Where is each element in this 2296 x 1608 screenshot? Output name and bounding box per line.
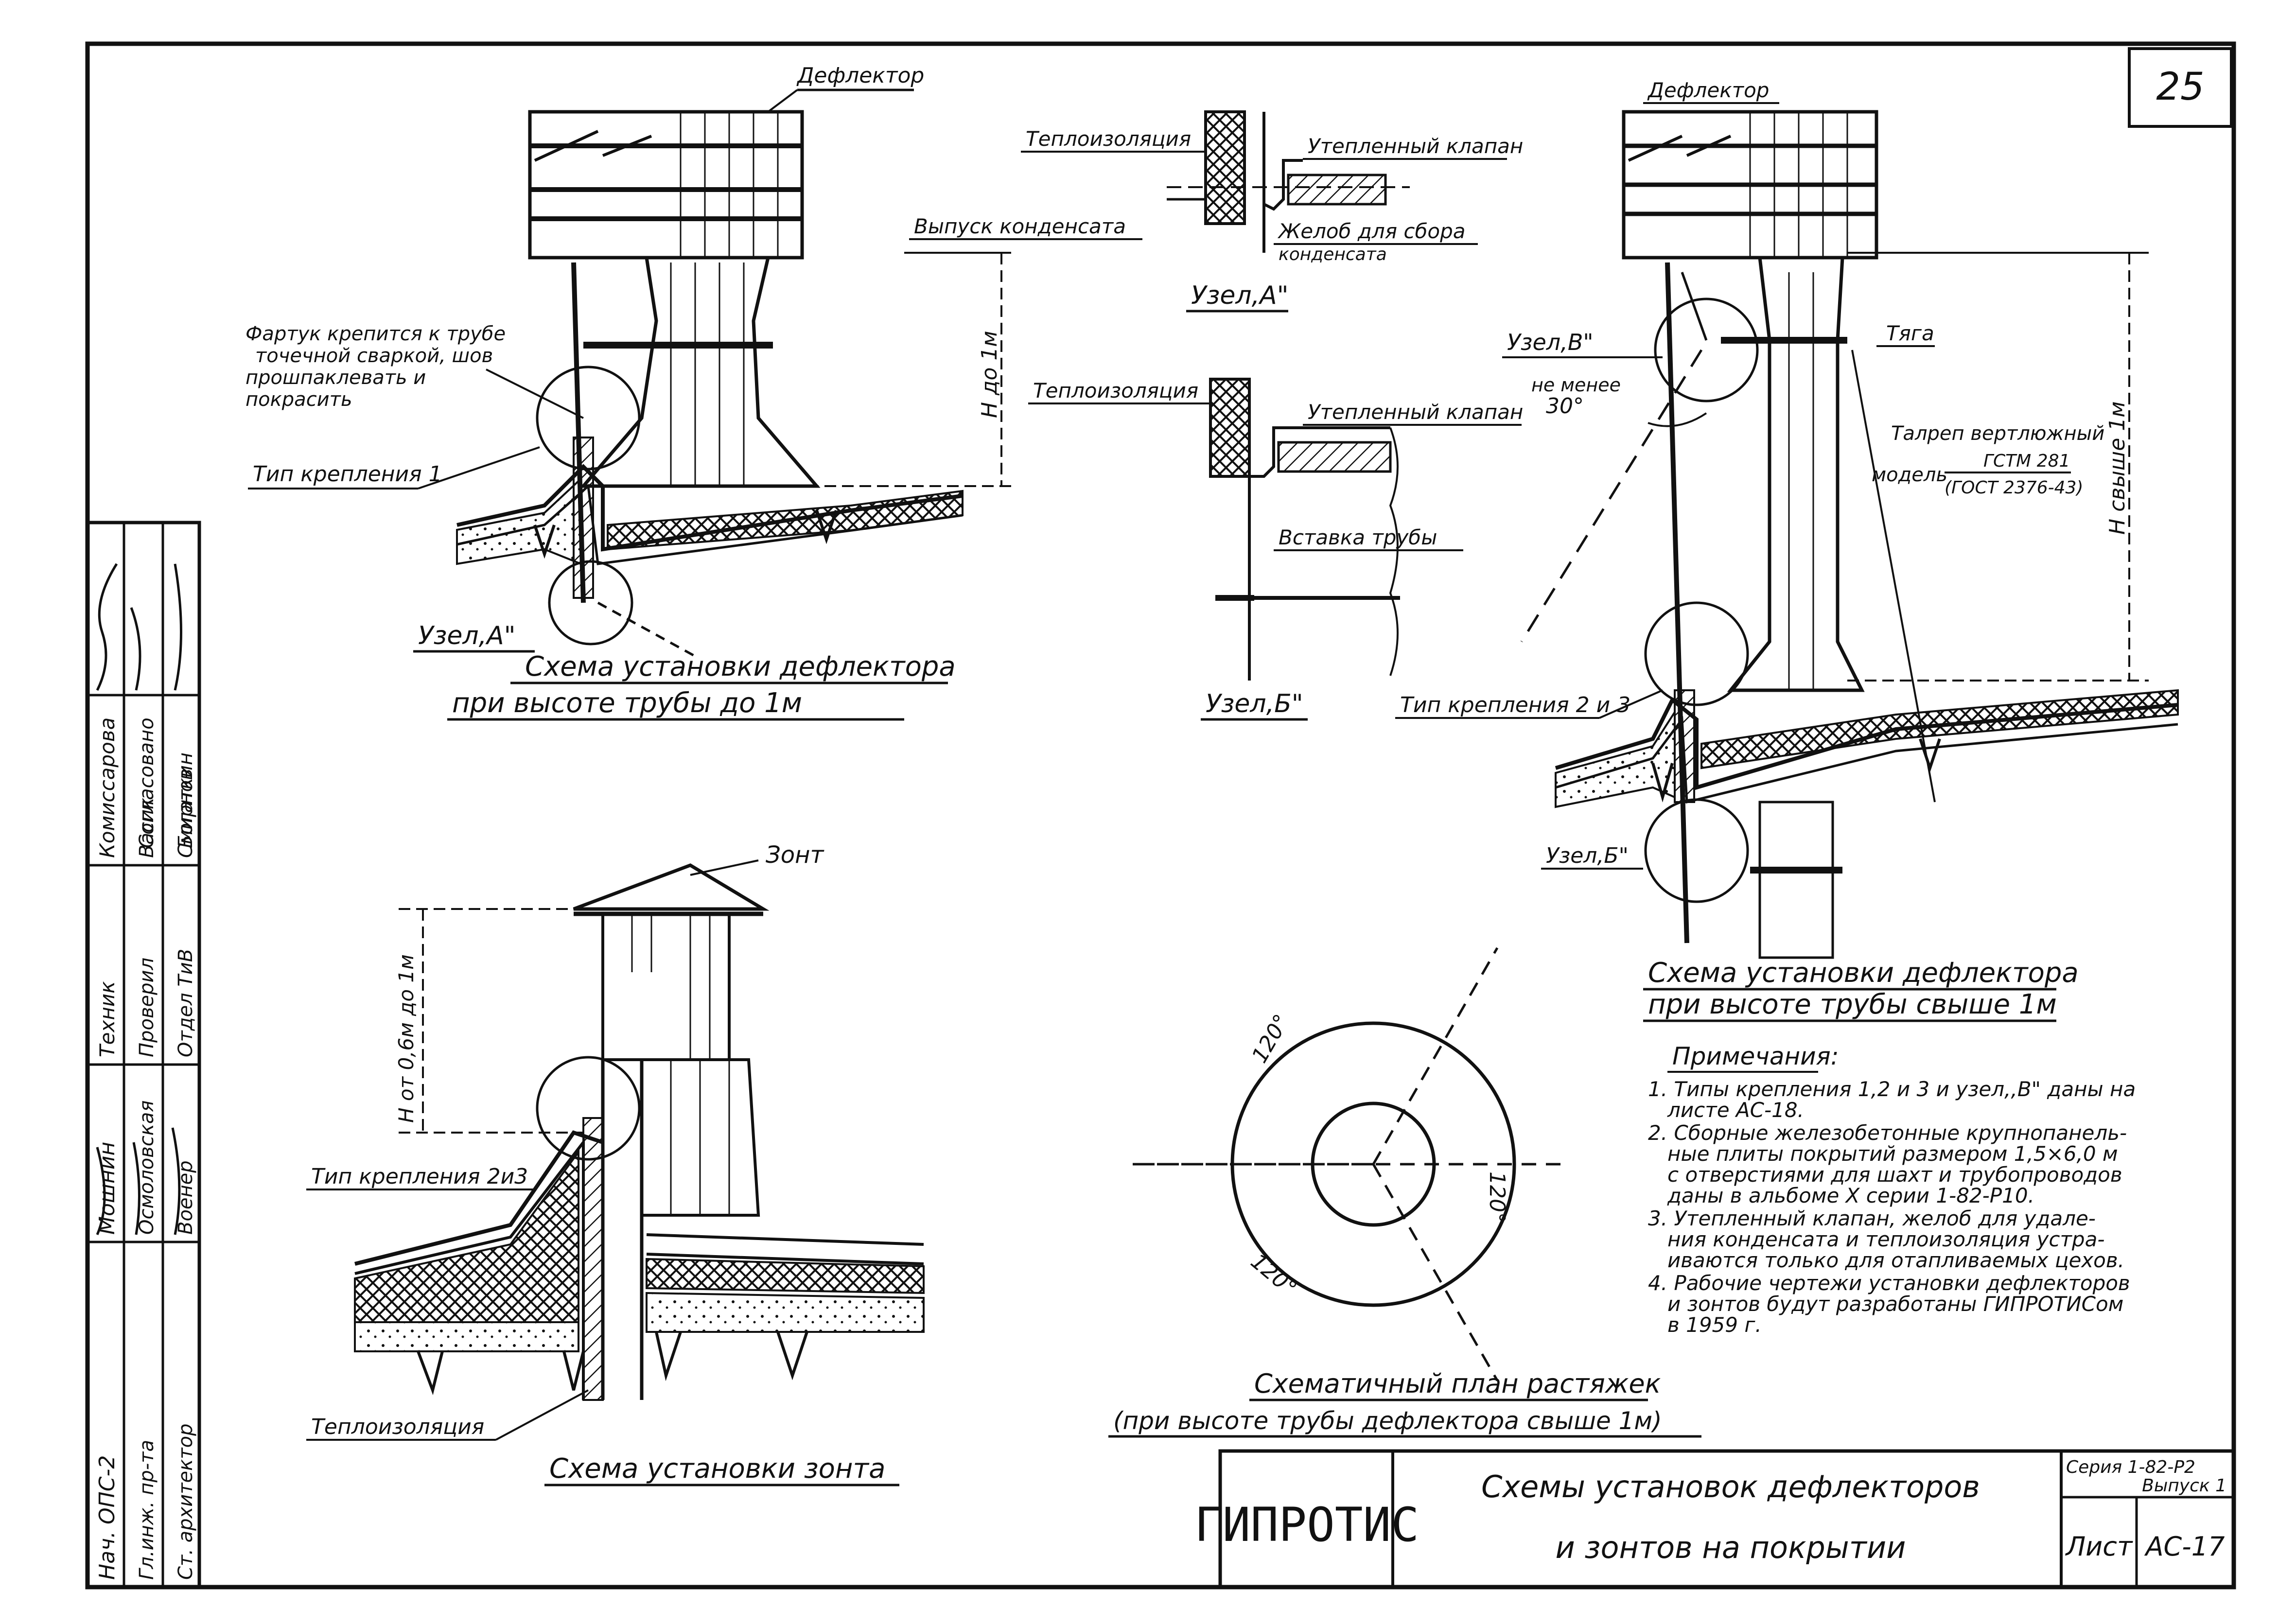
name-3b: Богаткин (175, 752, 197, 848)
org-name: ГИПРОТИС (1194, 1498, 1419, 1552)
note-line-9: иваются только для отапливаемых цехов. (1667, 1248, 2124, 1272)
nodeB-valve: Утепленный клапан (1308, 400, 1523, 424)
fig1-caption-1: Схема установки дефлектора (525, 651, 956, 682)
fig4-insulation: Теплоизоляция (311, 1415, 484, 1439)
node-b-detail: Теплоизоляция Утепленный клапан Вставка … (1028, 378, 1523, 721)
note-line-8: ния конденсата и теплоизоляция устра- (1667, 1227, 2104, 1251)
note-line-4: ные плиты покрытий размером 1,5×6,0 м (1667, 1142, 2118, 1166)
nodeA-insulation: Теплоизоляция (1026, 127, 1191, 151)
fig1-height-label: Н до 1м (977, 331, 1002, 418)
nodeB-insert: Вставка трубы (1279, 525, 1437, 549)
fig1-fastening-label: Тип крепления 1 (253, 462, 442, 487)
sheet-code: АС-17 (2144, 1531, 2225, 1562)
fig3-node-b: Узел,Б" (1546, 843, 1629, 868)
fig1-deflector-label: Дефлектор (796, 63, 924, 88)
fig3-gost-1: ГСТМ 281 (1983, 451, 2070, 471)
nodeB-title: Узел,Б" (1206, 689, 1303, 718)
issue: Выпуск 1 (2142, 1476, 2226, 1496)
note-line-3: 2. Сборные железобетонные крупнопанель- (1648, 1121, 2127, 1145)
fig3-turnbuckle-2: модель (1872, 464, 1947, 486)
fig3-fastening: Тип крепления 2 и 3 (1400, 693, 1630, 717)
nodeA-gutter-2: конденсата (1279, 245, 1387, 264)
guy-wire-plan: 120° 120° 120° Схематичный план растяжек… (1108, 947, 1701, 1438)
sheet-title-1: Схемы установок дефлекторов (1481, 1469, 1980, 1504)
name-5: Васик (136, 798, 158, 858)
fig3-height-label: Н свыше 1м (2105, 402, 2130, 535)
note-line-7: 3. Утепленный клапан, желоб для удале- (1648, 1206, 2096, 1230)
nodeA-title: Узел,А" (1191, 281, 1289, 310)
nodeA-gutter-1: Желоб для сбора (1277, 219, 1465, 243)
fig4-caption: Схема установки зонта (549, 1453, 885, 1485)
title-block: ГИПРОТИС Схемы установок дефлекторов и з… (1194, 1449, 2236, 1589)
deflector-low-diagram: Дефлектор Фартук крепится к трубе точечн… (245, 63, 1011, 721)
fig3-angle-1: не менее (1531, 374, 1621, 396)
agreed-label: Согласовано (136, 717, 158, 848)
fig1-apron-note-2: точечной сваркой, шов (255, 345, 493, 367)
note-line-12: в 1959 г. (1667, 1313, 1762, 1337)
fig1-apron-note-1: Фартук крепится к трубе (245, 323, 506, 345)
node-a-detail: Теплоизоляция Утепленный клапан Выпуск к… (909, 110, 1523, 313)
nodeB-insulation: Теплоизоляция (1033, 379, 1198, 402)
sheet-frame: 25 (85, 41, 2236, 1590)
note-line-10: 4. Рабочие чертежи установки дефлекторов (1648, 1271, 2130, 1295)
sheet-number: 25 (2156, 65, 2204, 109)
plan-angle-a: 120° (1247, 1010, 1294, 1067)
role-5: Проверил (136, 958, 158, 1057)
fig3-deflector-label: Дефлектор (1647, 78, 1769, 102)
note-line-5: с отверстиями для шахт и трубопроводов (1667, 1163, 2122, 1187)
role-3: Ст. архитектор (175, 1424, 197, 1580)
nodeA-drain: Выпуск конденсата (914, 214, 1126, 238)
fig3-rod-label: Тяга (1886, 321, 1934, 345)
note-line-6: даны в альбоме X серии 1-82-Р10. (1667, 1184, 2034, 1207)
role-4: Техник (95, 981, 119, 1057)
fig1-node-label: Узел,А" (418, 621, 516, 650)
nodeA-valve: Утепленный клапан (1308, 134, 1523, 158)
plan-angle-c: 120° (1246, 1249, 1301, 1301)
plan-caption-1: Схематичный план растяжек (1254, 1368, 1661, 1399)
fig4-height-label: Н от 0,6м до 1м (394, 954, 418, 1123)
notes-title: Примечания: (1672, 1042, 1839, 1070)
fig3-gost-2: (ГОСТ 2376-43) (1945, 478, 2083, 498)
fig1-apron-note-4: покрасить (245, 388, 352, 411)
fig4-fastening: Тип крепления 2и3 (311, 1164, 528, 1189)
fig1-caption-2: при высоте трубы до 1м (452, 687, 802, 719)
umbrella-diagram: Зонт Н от 0,6м до 1м Тип крепления 2и3 Т… (306, 841, 925, 1486)
plan-angle-b: 120° (1485, 1171, 1509, 1223)
signature-block: Нач. ОПС-2 Мошнин Гл.инж. пр-та Осмоловс… (86, 521, 201, 1589)
series: Серия 1-82-Р2 (2066, 1457, 2195, 1477)
fig3-caption-2: при высоте трубы свыше 1м (1648, 989, 2057, 1020)
fig3-turnbuckle-1: Талреп вертлюжный (1891, 422, 2104, 445)
fig3-angle-2: 30° (1546, 394, 1584, 419)
role-2: Гл.инж. пр-та (136, 1440, 158, 1580)
signatures (96, 563, 182, 1235)
name-4: Комиссарова (95, 717, 119, 858)
role-6: Отдел ТиВ (175, 949, 197, 1057)
plan-caption-2: (при высоте трубы дефлектора свыше 1м) (1113, 1407, 1662, 1435)
note-line-11: и зонтов будут разработаны ГИПРОТИСом (1667, 1292, 2123, 1316)
role-1: Нач. ОПС-2 (95, 1455, 120, 1580)
fig1-apron-note-3: прошпаклевать и (245, 367, 426, 389)
fig3-caption-1: Схема установки дефлектора (1648, 957, 2079, 989)
note-line-2: листе АС-18. (1667, 1098, 1804, 1122)
note-line-1: 1. Типы крепления 1,2 и 3 и узел,,В" дан… (1648, 1077, 2136, 1101)
fig3-node-v: Узел,В" (1507, 329, 1594, 355)
fig4-umbrella-label: Зонт (766, 841, 825, 869)
sheet-title-2: и зонтов на покрытии (1556, 1530, 1906, 1565)
notes: Примечания: 1. Типы крепления 1,2 и 3 и … (1648, 1042, 2136, 1337)
sheet-label: Лист (2065, 1531, 2133, 1562)
name-6: Смирнов (175, 769, 197, 858)
deflector-high-diagram: Дефлектор Узел,В" Тяга не менее 30° Талр… (1395, 78, 2179, 1022)
